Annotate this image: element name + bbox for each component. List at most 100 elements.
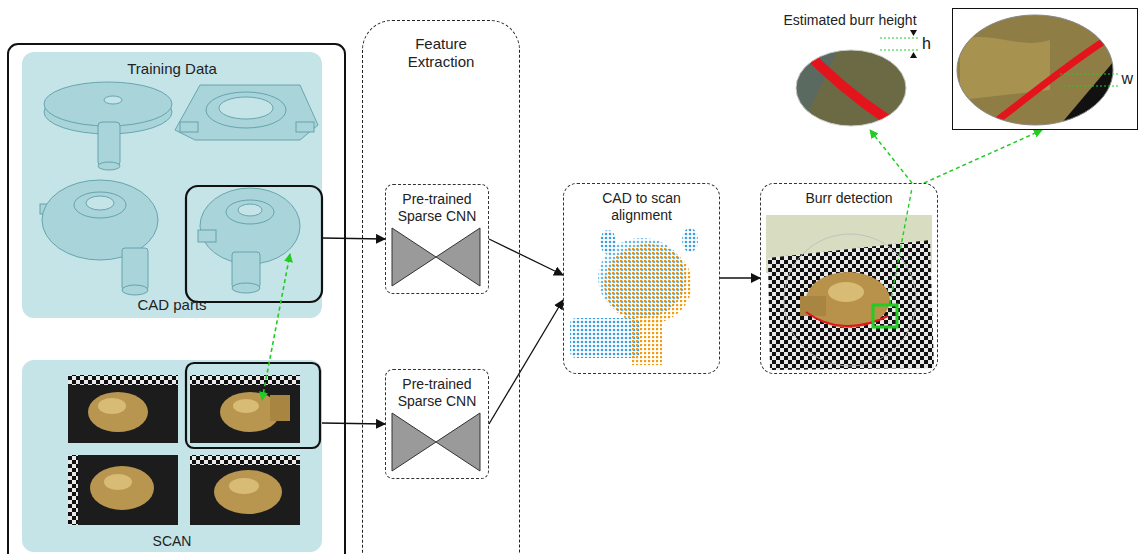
scan-photos xyxy=(68,375,178,385)
highlight-frame xyxy=(186,186,322,302)
burr-closeup xyxy=(790,45,915,130)
burr-closeup xyxy=(955,14,1115,126)
scan-photos xyxy=(229,478,259,494)
cad-parts xyxy=(74,192,126,218)
flow-arrow xyxy=(489,239,563,275)
burr-photo xyxy=(766,188,934,370)
data-panel: SCAN xyxy=(22,360,322,552)
node-title: CAD to scan alignment xyxy=(564,190,719,224)
scan-photos xyxy=(190,455,300,465)
burr-closeup xyxy=(1064,86,1118,87)
cad-parts xyxy=(206,92,286,128)
cad-parts xyxy=(122,285,148,295)
group-box: Feature ExtractionPre-trained Sparse CNN… xyxy=(362,20,520,554)
scan-photos xyxy=(68,375,300,525)
cad-parts xyxy=(175,85,318,140)
network-symbol xyxy=(392,413,436,471)
data-panel: Training DataCAD parts xyxy=(22,52,322,318)
scan-photos xyxy=(214,470,282,514)
burr-closeup xyxy=(995,36,1112,122)
flow-arrow xyxy=(322,238,385,239)
scan-photos xyxy=(233,399,259,413)
panel-fill xyxy=(22,360,322,552)
scan-photos xyxy=(68,455,78,525)
node-title: w xyxy=(953,69,1137,88)
burr-closeup xyxy=(790,14,1118,130)
cad-parts xyxy=(180,122,198,132)
process-box: Burr detection xyxy=(760,183,938,374)
burr-photo xyxy=(828,282,864,302)
burr-photo xyxy=(800,296,826,316)
point-cloud xyxy=(600,230,616,254)
callout-box: w xyxy=(952,8,1138,130)
cad-parts xyxy=(86,196,114,210)
network-box: Pre-trained Sparse CNN xyxy=(385,184,489,294)
input-frame xyxy=(8,44,345,554)
cad-parts xyxy=(219,97,273,119)
process-box: CAD to scan alignment xyxy=(563,183,720,374)
burr-photo xyxy=(806,312,888,326)
scan-photos xyxy=(190,375,300,385)
burr-closeup xyxy=(880,50,918,51)
cad-parts xyxy=(40,82,318,295)
callout-arrow xyxy=(924,130,1042,183)
flow-arrow xyxy=(322,423,385,424)
node-title: Feature Extraction xyxy=(363,35,519,71)
burr-closeup xyxy=(910,52,917,58)
correspondence-arrow xyxy=(262,254,290,400)
panel-fill xyxy=(22,52,322,552)
node-title: SCAN xyxy=(22,533,322,550)
flow-arrow xyxy=(720,277,760,278)
burr-closeup xyxy=(796,50,906,126)
scan-photos xyxy=(270,395,290,421)
burr-closeup xyxy=(880,38,918,39)
flow-arrow xyxy=(489,300,563,424)
burr-closeup xyxy=(812,58,888,120)
cad-parts xyxy=(238,204,262,216)
point-cloud xyxy=(570,318,640,358)
network-symbol xyxy=(436,228,480,286)
burr-photo xyxy=(784,234,916,366)
node-title: Burr detection xyxy=(761,190,937,207)
node-title: Training Data xyxy=(22,60,322,78)
cad-parts xyxy=(104,96,122,104)
scan-photos xyxy=(90,466,154,510)
cad-parts xyxy=(226,200,274,224)
point-cloud xyxy=(570,228,698,365)
point-cloud xyxy=(682,228,698,252)
burr-photo xyxy=(768,240,934,370)
cad-parts xyxy=(296,122,314,132)
scan-photos xyxy=(104,474,132,490)
dimension-label: h xyxy=(922,34,931,53)
scan-photos xyxy=(190,375,300,443)
cad-parts xyxy=(44,82,172,126)
network-box: Pre-trained Sparse CNN xyxy=(385,369,489,479)
scan-photos xyxy=(98,398,126,414)
burr-closeup xyxy=(955,14,1115,126)
cad-parts xyxy=(122,248,148,290)
scan-photos xyxy=(68,455,178,525)
scan-photos xyxy=(190,455,300,525)
burr-photo xyxy=(873,305,897,327)
cad-parts xyxy=(232,283,260,293)
callout-arrow xyxy=(870,130,912,183)
network-symbol xyxy=(392,228,436,286)
node-title: Estimated burr height xyxy=(772,12,928,29)
point-cloud xyxy=(632,310,662,365)
panel-fill xyxy=(22,52,322,318)
cad-parts xyxy=(98,162,120,170)
burr-closeup xyxy=(957,15,1113,125)
scan-photos xyxy=(68,375,178,443)
burr-closeup xyxy=(790,45,915,130)
node-title: Pre-trained Sparse CNN xyxy=(386,376,488,410)
node-title: Pre-trained Sparse CNN xyxy=(386,191,488,225)
cad-parts xyxy=(198,230,216,242)
network-symbol xyxy=(436,413,480,471)
burr-closeup xyxy=(910,30,917,36)
network-symbol xyxy=(392,228,480,471)
burr-closeup xyxy=(1060,74,1118,75)
node-subtitle: CAD parts xyxy=(22,296,322,314)
